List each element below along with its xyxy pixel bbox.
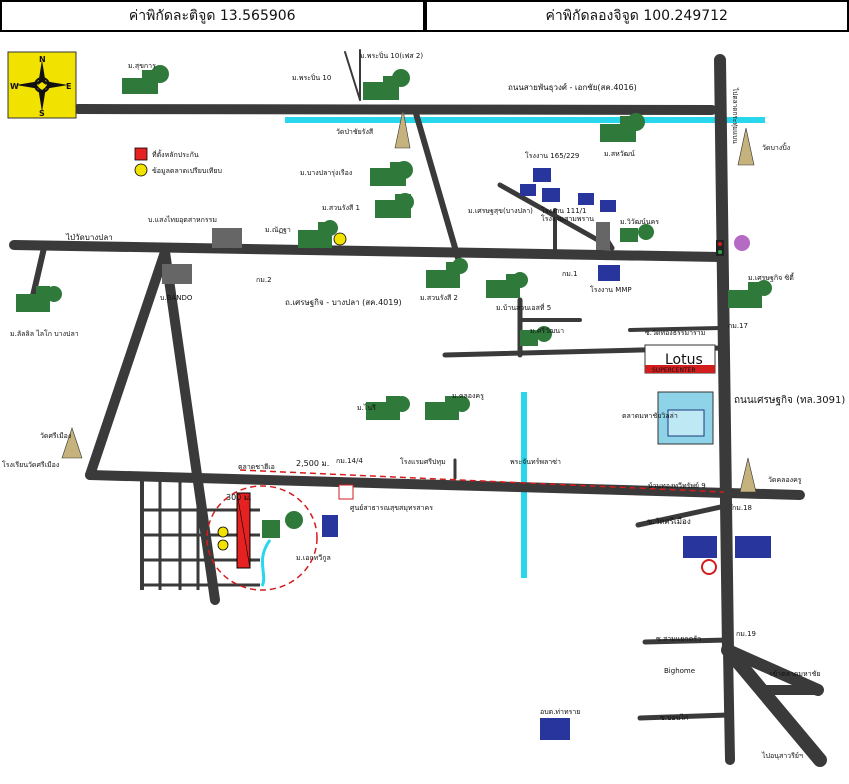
market-basket [657, 391, 714, 445]
market-label: ตลาดชาฮีเอ [238, 463, 275, 471]
m-wiwat-label: ม.วิวัฒน์นคร [620, 218, 659, 226]
factory-mmp-label: โรงงาน MMP [590, 285, 632, 294]
factory-111-label: โรงงาน 111/1 [541, 206, 586, 215]
soi-wat-thong-label: ซ.วัดทองธรรมาราม [645, 329, 705, 337]
project-site[interactable] [217, 232, 347, 569]
m-khlong-khru-label: ม.คลองครู [452, 392, 484, 400]
village-icons [16, 65, 772, 538]
road-labels: ถนนสายพันธุวงศ์ - เอกชัย(สค.4016) ถ.เศรษ… [65, 82, 845, 760]
m-sahawat-label: ม.สหวัฒน์ [604, 150, 635, 158]
location-map[interactable]: N S W E ที่ตั้งหลักประกัน ข้อมูลตลาดเปรี… [0, 36, 849, 784]
compass-rose: N S W E [7, 51, 77, 119]
phra-khan-label: พระจันทร์พลาซ่า [510, 458, 561, 466]
m-phrakrut-label: อบต.ท่าทราย [540, 708, 580, 716]
health-center-label: ศูนย์สาธารณสุขสมุทรสาคร [350, 504, 433, 512]
m-nai-ri-label: ม.ไนรี [357, 403, 376, 412]
latitude-label: ค่าพิกัดละติจูด 13.565906 [0, 0, 424, 32]
compass-n: N [39, 55, 46, 64]
soi-wat-srimuang-label: ซ.วัดศรีเมือง [647, 517, 691, 526]
soi-somdet-label: ซ.สามแยกครัว [656, 635, 701, 643]
compass-s: S [39, 109, 45, 118]
roads [9, 49, 827, 767]
chao-market-label: เข้าตลาดมหาชัย [770, 670, 820, 678]
km144: กม.14/4 [336, 457, 363, 465]
lotus-brand: Lotus [665, 352, 703, 368]
place-labels: ม.สุขการ ม.พระปิ่น 10(เฟส 2) ม.พระปิ่น 1… [2, 51, 802, 716]
dist-300-label: 300 ม. [226, 493, 252, 502]
wat-bang-ping-label: วัดบางปิ้ง [762, 141, 790, 152]
km1: กม.1 [562, 270, 578, 278]
right-top-label: ไปตลาดกระทุ่มแบน [731, 87, 739, 144]
m-chatchada-label: ม.ณัฏฐา [265, 226, 291, 234]
market-new-label: ตลาดมหาชัยวิลล่า [622, 412, 678, 420]
m-suan-rungsi1-label: ม.สวนรังสี 1 [322, 204, 360, 212]
km19: กม.19 [736, 630, 756, 638]
factory-165-label: โรงงาน 165/229 [525, 151, 579, 160]
m-ban-suan5-label: ม.บ้านสวนเอสที่ 5 [496, 303, 551, 312]
m-sangthai-label: บ.แสงไทยอุตสาหกรรม [148, 215, 217, 224]
bang-pla-to-label: ไป่วัดบางปลา [65, 233, 113, 242]
km-markers: กม.2 กม.1 กม.17 กม.18 กม.19 กม.14/4 ตลาด… [238, 270, 756, 638]
m-setthakit-city-label: ม.เศรษฐกิจ ซิตี้ [748, 271, 795, 282]
road-3091-label: ถนนเศรษฐกิจ (ทล.3091) [734, 395, 845, 406]
bigbome-label: Bighome [664, 667, 695, 675]
map-legend: ที่ตั้งหลักประกัน ข้อมูลตลาดเปรียบเทียบ [134, 147, 222, 177]
km2: กม.2 [256, 276, 272, 284]
km17: กม.17 [728, 322, 748, 330]
legend-site-label: ที่ตั้งหลักประกัน [152, 148, 199, 159]
b-bando-label: บ.BANDO [160, 294, 193, 302]
lotus-supercenter: Lotus SUPERCENTER [644, 344, 716, 374]
road-4016-label: ถนนสายพันธุวงศ์ - เอกชัย(สค.4016) [508, 82, 637, 92]
temple-icons [61, 109, 757, 493]
clinic-icon [701, 559, 717, 575]
hotel-srisak-label: โรงแรมศรีปทุม [400, 457, 446, 466]
m-bangpla-rungruang-label: ม.บางปลารุ่งเรือง [300, 169, 352, 177]
m-prapin10-label: ม.พระปิ่น 10 [292, 73, 331, 82]
right-bottom-label: ไปอนุสาวรีย์ฯ [761, 751, 803, 760]
route-lines [206, 469, 725, 591]
hospital-icon [338, 484, 354, 500]
traffic-light-icon [716, 240, 724, 256]
km18: กม.18 [732, 504, 752, 512]
m-ekkawit-label: ม.เอกทวีกูล [296, 554, 331, 562]
lotus-sub: SUPERCENTER [652, 367, 696, 374]
m-sukprakarn-label: ม.สุขการ [128, 62, 156, 70]
wat-srimuang-label: วัดศรีเมือง [40, 432, 71, 440]
longitude-label: ค่าพิกัดลองจิจูด 100.249712 [423, 0, 849, 32]
industrial-icons [162, 222, 610, 284]
school-srimuang-label: โรงเรียนวัดศรีเมือง [2, 460, 59, 469]
soi-bon-kai-label: ซ.บ่อนไก่ [660, 713, 688, 722]
m-srisup-label: ม.ศรีวัฒนา [530, 327, 564, 335]
m-setthasuk-label: ม.เศรษฐสุข(บางปลา) [468, 207, 533, 215]
gas-station-icon [732, 233, 752, 253]
coordinate-bar: ค่าพิกัดละติจูด 13.565906 ค่าพิกัดลองจิจ… [0, 0, 849, 36]
thong-sri-9-label: บ้านทองทวีทรัพย์ 9 [648, 482, 706, 490]
legend-market-label: ข้อมูลตลาดเปรียบเทียบ [152, 167, 222, 175]
m-suan-rungsi2-label: ม.สวนรังสี 2 [420, 294, 458, 302]
factory-sam-prong-label: โรงงานสามพราน [541, 214, 594, 223]
wat-khlong-khru-label: วัดคลองครู [768, 476, 802, 484]
compass-w: W [10, 82, 19, 91]
road-4019-label: ถ.เศรษฐกิจ - บางปลา (สค.4019) [285, 298, 402, 307]
m-lotus-home-label: ม.ลัลลิล ไลโก บางปลา [10, 329, 79, 338]
canal-small [260, 539, 272, 587]
dist-2500-label: 2,500 ม. [296, 459, 329, 468]
lane-grid [140, 480, 260, 590]
m-prapin10-phase2-label: ม.พระปิ่น 10(เฟส 2) [360, 51, 423, 60]
factory-icons [322, 168, 771, 740]
compass-e: E [66, 82, 71, 91]
wat-pai-song-label: วัดป่าชัยรังสี [336, 128, 374, 136]
